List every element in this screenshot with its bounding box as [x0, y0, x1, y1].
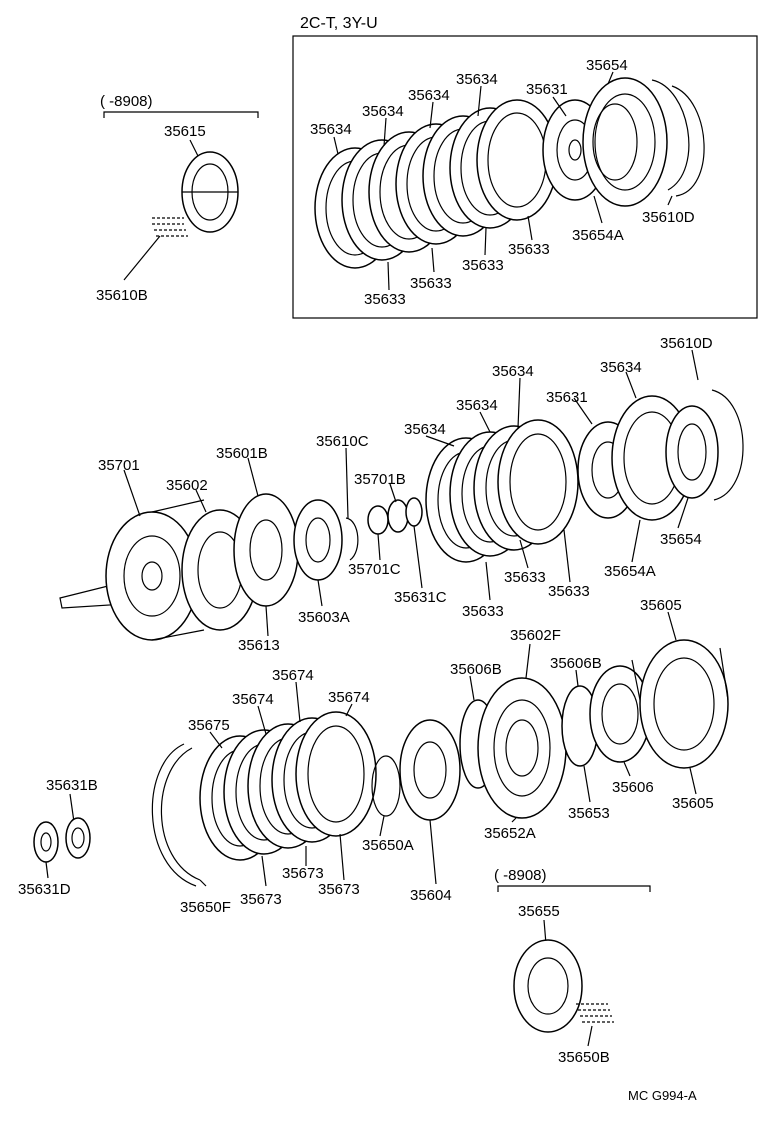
label-35674-a: 35674 — [232, 691, 274, 708]
label-35701: 35701 — [98, 457, 140, 474]
inset-leader-lines — [333, 71, 673, 291]
label-35603A: 35603A — [298, 609, 350, 626]
label-inset-35634-b: 35634 — [362, 103, 404, 120]
label-35654A: 35654A — [604, 563, 656, 580]
label-35606B-b: 35606B — [550, 655, 602, 672]
label-inset-35631: 35631 — [526, 81, 568, 98]
label-35631C: 35631C — [394, 589, 447, 606]
label-35631B: 35631B — [46, 777, 98, 794]
label-35701B: 35701B — [354, 471, 406, 488]
part-35610B-springs — [152, 217, 188, 237]
inset-frame — [292, 35, 758, 319]
label-35673-b: 35673 — [282, 865, 324, 882]
part-35615-ring — [181, 151, 239, 233]
label-35650F: 35650F — [180, 899, 231, 916]
part-35655-retainer — [513, 939, 583, 1033]
label-35606: 35606 — [612, 779, 654, 796]
lower-leader-lines — [199, 611, 697, 887]
label-35674-c: 35674 — [328, 689, 370, 706]
label-inset-35654: 35654 — [586, 57, 628, 74]
label-35633-a: 35633 — [462, 603, 504, 620]
label-35633-c: 35633 — [548, 583, 590, 600]
label-35615: 35615 — [164, 123, 206, 140]
part-35613-disc — [233, 493, 299, 607]
part-35654-drum — [665, 405, 719, 499]
label-35634-d: 35634 — [600, 359, 642, 376]
label-35605-a: 35605 — [640, 597, 682, 614]
label-35610B: 35610B — [96, 287, 148, 304]
label-35701C: 35701C — [348, 561, 401, 578]
label-35652A: 35652A — [484, 825, 536, 842]
label-inset-35633-d: 35633 — [508, 241, 550, 258]
label-35634-b: 35634 — [456, 397, 498, 414]
label-inset-35634-c: 35634 — [408, 87, 450, 104]
label-inset-35634-a: 35634 — [310, 121, 352, 138]
label-35675: 35675 — [188, 717, 230, 734]
label-inset-35634-d: 35634 — [456, 71, 498, 88]
part-35605-drum — [631, 639, 729, 769]
part-35604 — [399, 719, 461, 821]
diagram-code: MC G994-A — [628, 1088, 697, 1103]
part-35610C-ring — [345, 517, 359, 561]
part-35610D-ring — [711, 389, 744, 501]
label-35650B: 35650B — [558, 1049, 610, 1066]
label-35633-b: 35633 — [504, 569, 546, 586]
part-35650A-ring — [371, 755, 401, 817]
label-35673-a: 35673 — [240, 891, 282, 908]
label-35610C: 35610C — [316, 433, 369, 450]
middle-plate-stack — [425, 419, 579, 563]
label-35634-c: 35634 — [492, 363, 534, 380]
part-35603A — [293, 499, 343, 581]
label-35673-c: 35673 — [318, 881, 360, 898]
label-35610D: 35610D — [660, 335, 713, 352]
label-35613: 35613 — [238, 637, 280, 654]
inset-outer-race — [582, 77, 668, 207]
middle-assembly: 35701 35602 35601B 35610C 35701B 35701C … — [59, 335, 744, 654]
inset-header: 2C-T, 3Y-U — [300, 15, 378, 32]
label-35655: 35655 — [518, 903, 560, 920]
inset-plate-stack — [314, 99, 558, 269]
label-inset-35654A: 35654A — [572, 227, 624, 244]
bracket-bottom-range: ( -8908) — [494, 867, 547, 884]
label-35631: 35631 — [546, 389, 588, 406]
bracket-bottom-group: ( -8908) 35655 35650B — [494, 867, 651, 1066]
inset-group: 2C-T, 3Y-U — [292, 15, 758, 319]
label-35602: 35602 — [166, 477, 208, 494]
label-35602F: 35602F — [510, 627, 561, 644]
part-35650F-ring — [160, 747, 201, 881]
part-35631D-washer — [33, 821, 59, 863]
label-35653: 35653 — [568, 805, 610, 822]
label-35650A: 35650A — [362, 837, 414, 854]
label-inset-35633-c: 35633 — [462, 257, 504, 274]
label-inset-35633-b: 35633 — [410, 275, 452, 292]
label-35631D: 35631D — [18, 881, 71, 898]
lower-assembly: 35675 35674 35674 35674 35650F 35673 356… — [151, 597, 729, 916]
label-35604: 35604 — [410, 887, 452, 904]
label-35634-a: 35634 — [404, 421, 446, 438]
bracket-left-group: ( -8908) 35615 35610B — [96, 93, 259, 304]
label-35654: 35654 — [660, 531, 702, 548]
washers-group: 35631B 35631D — [18, 777, 98, 898]
part-35701-drum — [59, 499, 205, 641]
label-inset-35610D: 35610D — [642, 209, 695, 226]
inset-snap-ring — [671, 85, 705, 197]
label-inset-35633-a: 35633 — [364, 291, 406, 308]
part-35631B-washer — [65, 817, 91, 859]
middle-leader-lines — [123, 349, 699, 637]
label-35606B-a: 35606B — [450, 661, 502, 678]
label-35674-b: 35674 — [272, 667, 314, 684]
bracket-left-range: ( -8908) — [100, 93, 153, 110]
part-35650B-springs — [576, 1003, 614, 1023]
lower-plate-stack — [199, 711, 377, 861]
label-35605-b: 35605 — [672, 795, 714, 812]
part-35602F — [477, 677, 567, 819]
part-35606 — [589, 665, 651, 763]
label-35601B: 35601B — [216, 445, 268, 462]
